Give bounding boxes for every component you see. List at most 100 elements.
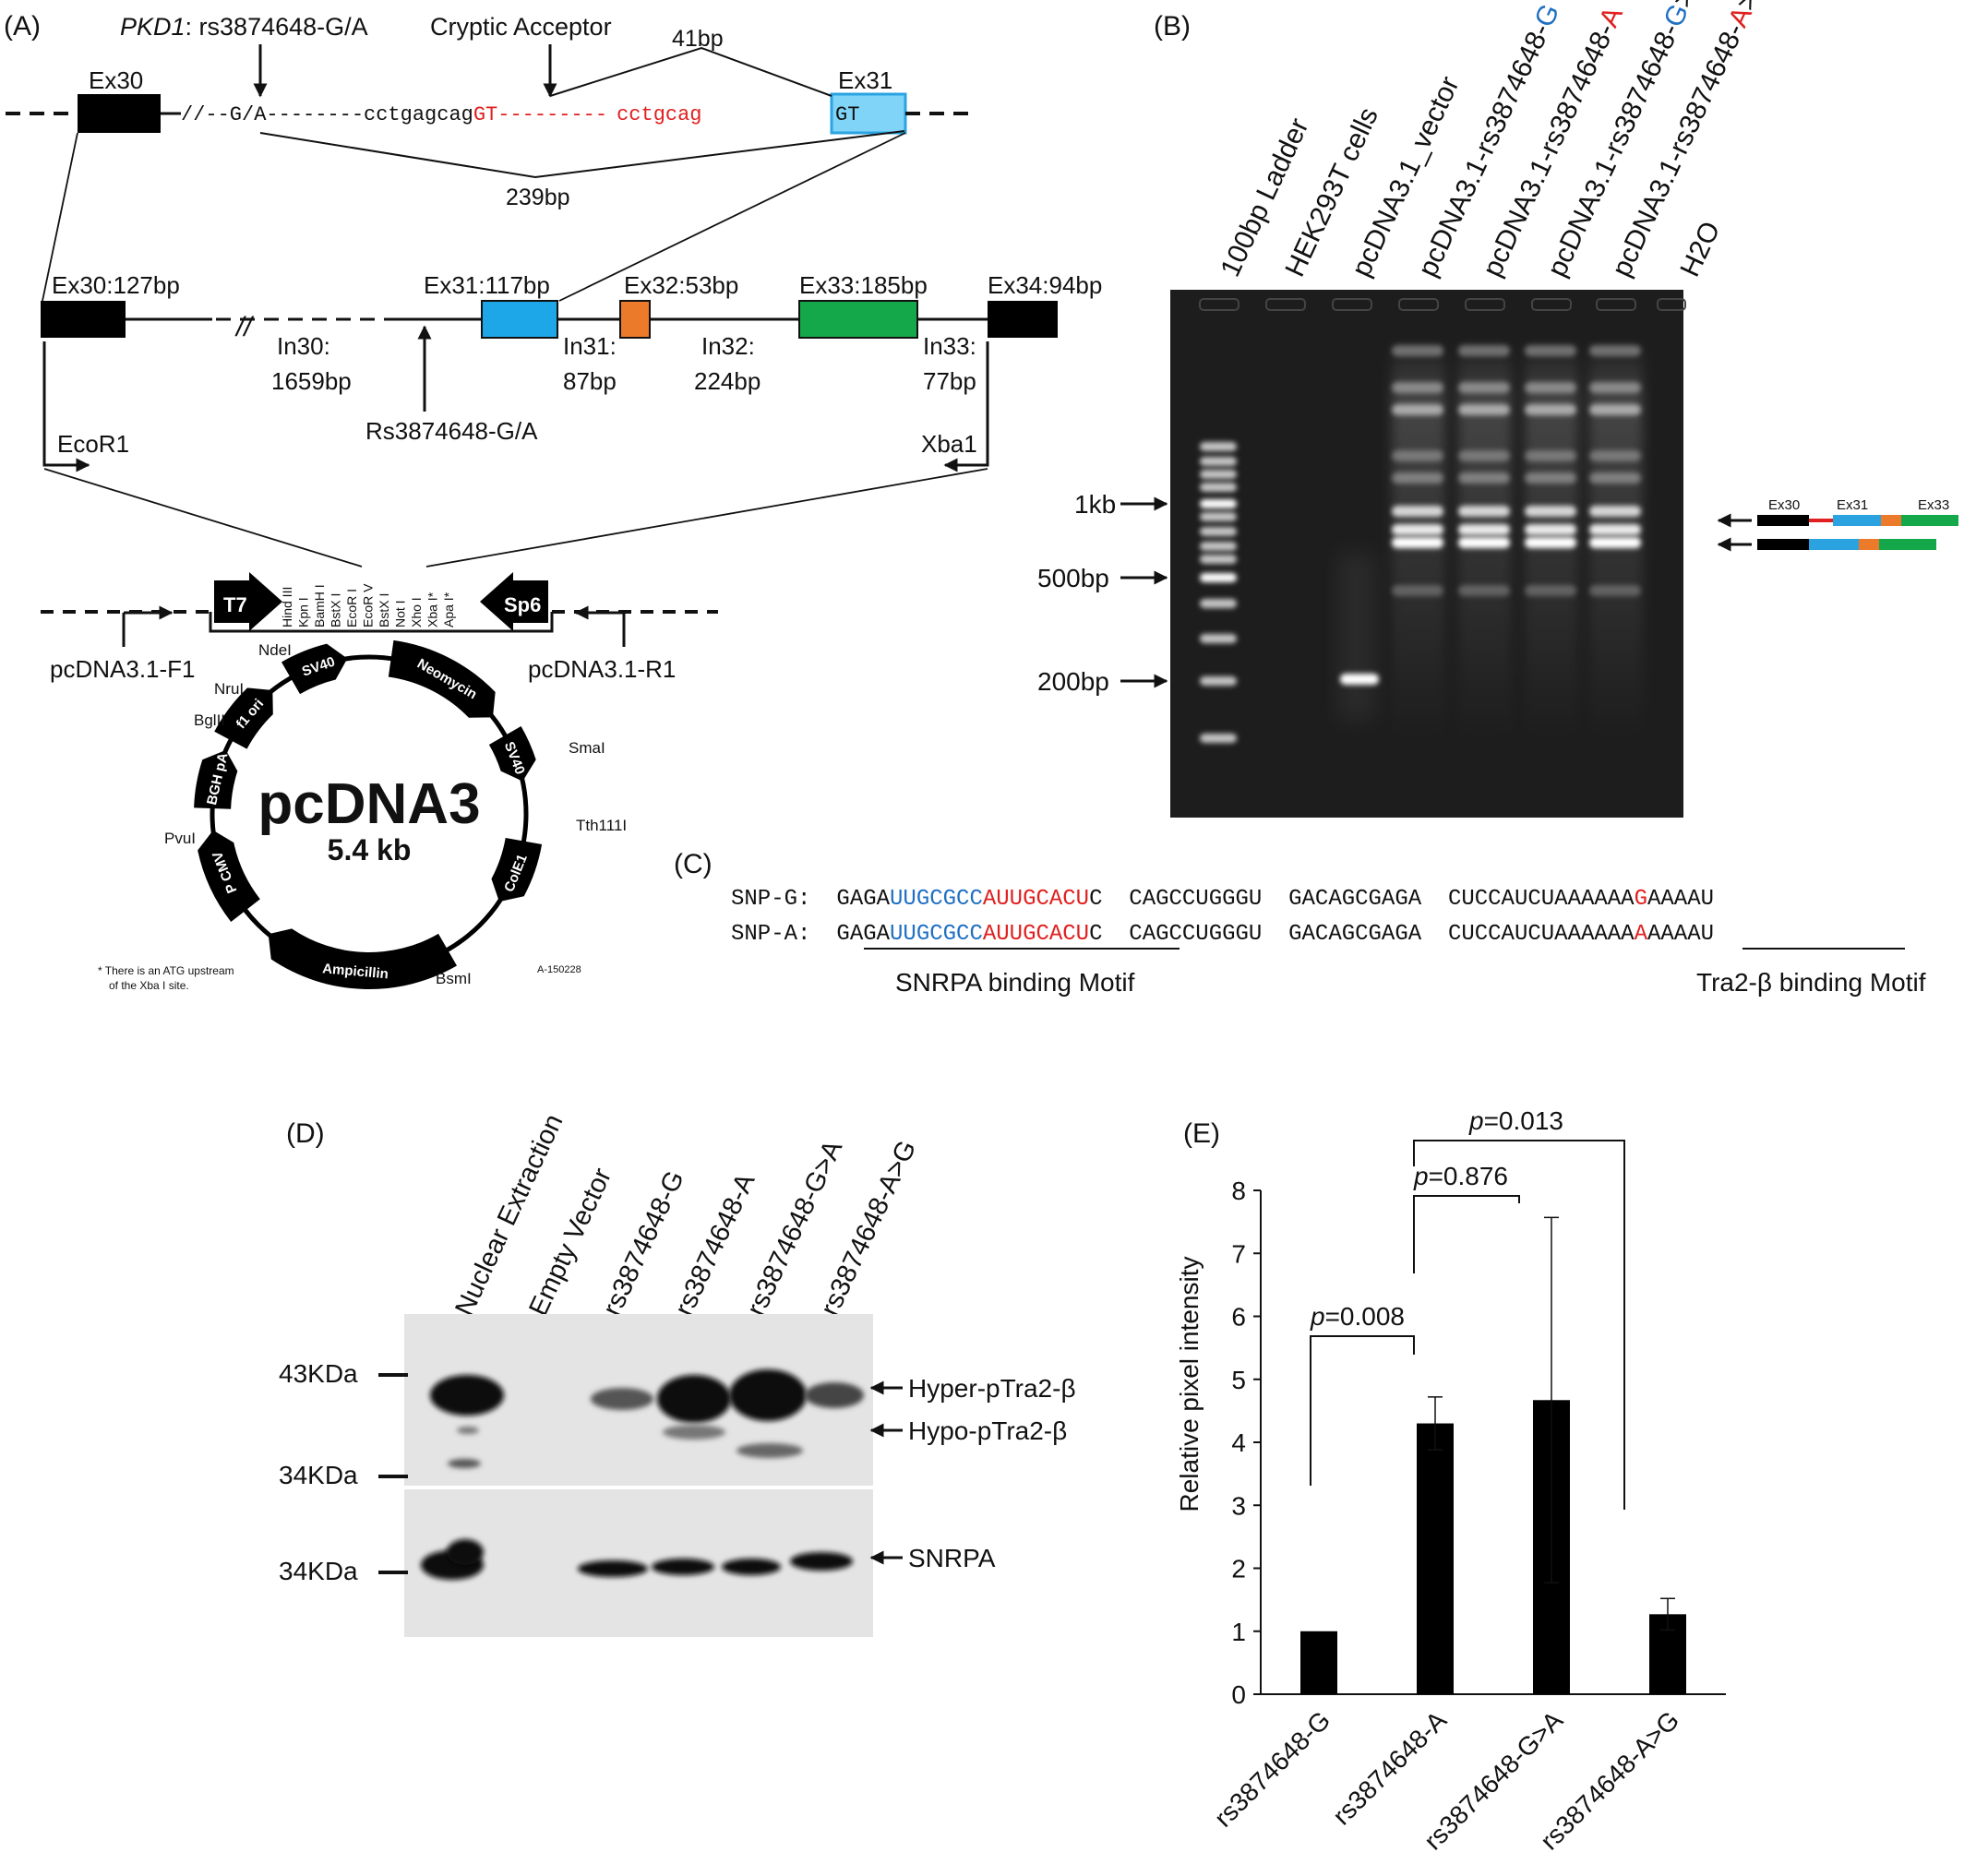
panel-b: (B) 100bp Ladder HEK293T cells pcDNA3.1_… — [1037, 0, 1958, 818]
snp-title: PKD1: rs3874648-G/A — [120, 13, 368, 41]
mcs-bracket — [209, 612, 554, 633]
restriction-site-label: NdeI — [258, 641, 292, 659]
plasmid-feature-arrow — [281, 643, 348, 695]
snp-a-p5: AAAAU — [1647, 922, 1714, 947]
ladder-bands — [1200, 442, 1237, 743]
seq-gt-exon: GT — [835, 103, 859, 126]
panel-d-label: (D) — [286, 1118, 325, 1149]
iso2-ex33 — [1879, 539, 1936, 550]
mcs-site-label: EcoR V — [361, 583, 376, 627]
sp6-promoter-arrow — [480, 572, 548, 631]
exon34-length: Ex34:94bp — [988, 271, 1102, 299]
exon31-length: Ex31:117bp — [424, 271, 550, 299]
plasmid-feature-arrow — [488, 726, 536, 782]
y-tick-label: 7 — [1231, 1239, 1246, 1268]
sig-pvalue-2: p=0.876 — [1413, 1162, 1508, 1190]
sample-band — [1458, 472, 1510, 484]
panel-b-label: (B) — [1154, 11, 1191, 42]
gel-wells — [1199, 298, 1686, 311]
ladder-band — [1200, 542, 1237, 551]
in30-label-a: In30: — [277, 332, 330, 360]
snp-g-p3: AUUGCACU — [983, 887, 1089, 912]
exon33-block — [798, 300, 918, 339]
iso1-ex31 — [1833, 515, 1881, 526]
in31-label-a: In31: — [563, 332, 617, 360]
sig-pvalue-1: p=0.008 — [1310, 1302, 1405, 1331]
iso2-ex32 — [1859, 539, 1879, 550]
y-tick-label: 4 — [1231, 1428, 1246, 1457]
in32-label-a: In32: — [701, 332, 755, 360]
x-tick-label: rs3874648-G — [1209, 1705, 1335, 1832]
mcs-site-label: Xho I — [409, 597, 424, 627]
snp-g-p2: UUGCGCC — [890, 887, 983, 912]
snp-g-allele: G — [1635, 887, 1647, 912]
iso2-ex31 — [1809, 539, 1859, 550]
mcs-site-label: BstX I — [377, 593, 391, 627]
wb-bands-bottom — [421, 1539, 853, 1580]
plasmid-feature-arrow — [268, 928, 457, 989]
ecor1-label: EcoR1 — [57, 430, 129, 458]
exon32-length: Ex32:53bp — [624, 271, 738, 299]
iso1-retained — [1809, 519, 1833, 522]
sample-band — [1525, 585, 1576, 596]
snp-a-name: SNP-A: — [731, 922, 810, 947]
panel-d: (D) Nuclear Extraction Empty Vector rs38… — [279, 1110, 1076, 1637]
ladder-band — [1200, 442, 1237, 451]
sample-band — [1589, 506, 1641, 517]
len-41bp: 41bp — [672, 26, 724, 52]
plasmid-feature-arrow — [491, 838, 543, 902]
ladder-band — [1200, 634, 1237, 643]
exon32-block — [619, 300, 651, 339]
y-tick-label: 0 — [1231, 1680, 1246, 1709]
sample-band — [1392, 524, 1443, 535]
sample-band — [1392, 382, 1443, 393]
plasmid-name: pcDNA3 — [257, 772, 480, 836]
t7-promoter-arrow — [214, 572, 282, 631]
sample-band — [1392, 472, 1443, 484]
sample-band — [1525, 537, 1576, 548]
sig-bracket-1 — [1310, 1335, 1415, 1486]
xba1-bracket — [943, 341, 989, 472]
sample-band — [1458, 524, 1510, 535]
bar — [1417, 1423, 1454, 1694]
sample-band — [1392, 404, 1443, 415]
exon31-top-label: Ex31 — [838, 66, 892, 94]
p1-italic: p — [1310, 1302, 1325, 1331]
zoom-line-right — [558, 132, 906, 302]
sample-band — [1458, 506, 1510, 517]
seq-ga: //--G/A--------cctgagcag — [181, 103, 473, 126]
break-mark: // — [234, 312, 254, 342]
y-tick-label: 3 — [1231, 1491, 1246, 1520]
y-tick-label: 5 — [1231, 1366, 1246, 1394]
wb-bands-top — [430, 1369, 864, 1468]
plasmid-feature-arrow — [194, 749, 238, 809]
panel-e: (E) 012345678rs3874648-Grs3874648-Ars387… — [1175, 1106, 1726, 1856]
splice-239bp — [259, 130, 905, 179]
seq-cct-red: cctgcag — [617, 103, 701, 126]
seq-row-snp-a: SNP-A:GAGAUUGCGCCAUUGCACUC CAGCCUGGGU GA… — [731, 922, 1714, 947]
y-axis-label: Relative pixel intensity — [1175, 1256, 1204, 1512]
sample-band — [1458, 450, 1510, 461]
mcs-site-label: Kpn I — [296, 597, 311, 627]
ladder-band — [1200, 555, 1237, 564]
iso-tag-ex33: Ex33 — [1918, 497, 1949, 513]
restriction-site-label: BglII — [194, 711, 225, 729]
restriction-site-label: Tth111I — [576, 817, 627, 834]
p1-value: =0.008 — [1325, 1302, 1405, 1331]
sample-band — [1525, 472, 1576, 484]
restriction-site-label: NruI — [214, 680, 244, 698]
sample-band — [1525, 524, 1576, 535]
exon31-block — [481, 300, 558, 339]
sample-band — [1525, 345, 1576, 356]
restriction-site-label: PvuI — [164, 830, 196, 847]
mcs-site-label: BamH I — [312, 584, 327, 627]
marker-500bp: 500bp — [1037, 564, 1109, 592]
panel-e-label: (E) — [1183, 1118, 1220, 1149]
lane-smear-vector — [1338, 554, 1375, 720]
mw-34kda-bottom: 34KDa — [279, 1557, 358, 1585]
plasmid-feature-label: Ampicillin — [322, 961, 389, 982]
rs-label: Rs3874648-G/A — [365, 417, 538, 445]
sample-band — [1589, 585, 1641, 596]
gene-name: PKD1 — [120, 13, 186, 41]
iso-tag-ex31: Ex31 — [1837, 497, 1868, 513]
